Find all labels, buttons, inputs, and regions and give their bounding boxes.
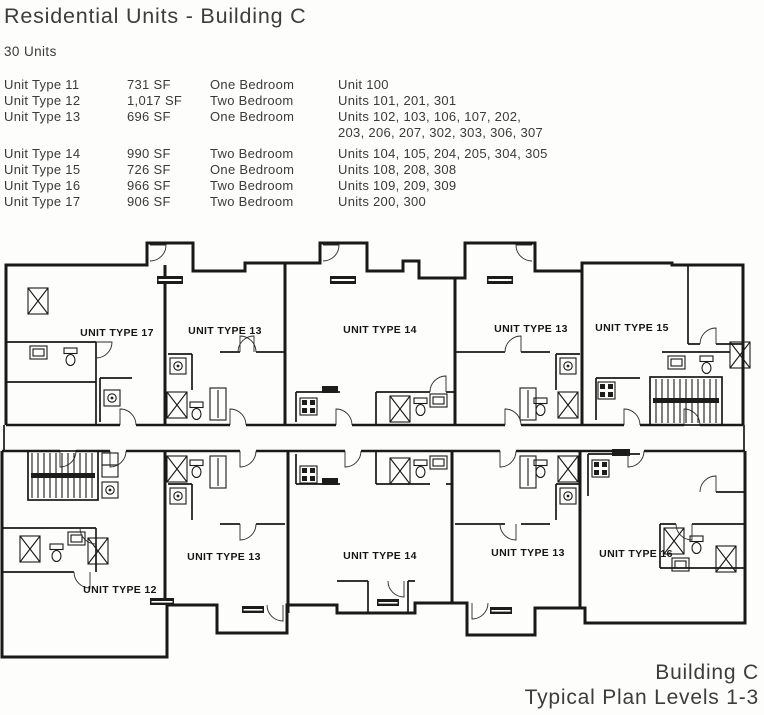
unit-sf: 966 SF xyxy=(127,178,171,193)
door-swings xyxy=(59,244,717,622)
unit-type: Unit Type 15 xyxy=(4,162,81,177)
unit-sf: 696 SF xyxy=(127,109,171,124)
unit-label: UNIT TYPE 13 xyxy=(491,547,565,559)
table-row: Unit Type 11 731 SF One Bedroom Unit 100 xyxy=(4,77,548,93)
building-name: Building C xyxy=(655,661,759,684)
unit-label: UNIT TYPE 13 xyxy=(188,325,262,337)
table-row: Unit Type 14 990 SF Two Bedroom Units 10… xyxy=(4,146,548,162)
unit-bedrooms: Two Bedroom xyxy=(210,178,294,193)
unit-sf: 1,017 SF xyxy=(127,93,183,108)
floor-plan: UNIT TYPE 17 UNIT TYPE 13 UNIT TYPE 14 U… xyxy=(0,232,764,662)
unit-bedrooms: One Bedroom xyxy=(210,77,295,92)
unit-type: Unit Type 12 xyxy=(4,93,81,108)
unit-numbers: Unit 100 xyxy=(338,77,389,92)
exterior-walls xyxy=(0,241,747,659)
table-row: Unit Type 16 966 SF Two Bedroom Units 10… xyxy=(4,178,548,194)
unit-numbers: Units 109, 209, 309 xyxy=(338,178,457,193)
corridor-walls xyxy=(2,423,745,453)
drawing-title-block: Building C Typical Plan Levels 1-3 xyxy=(525,660,759,710)
unit-label: UNIT TYPE 12 xyxy=(83,584,157,596)
unit-labels: UNIT TYPE 17 UNIT TYPE 13 UNIT TYPE 14 U… xyxy=(80,322,673,596)
unit-bedrooms: Two Bedroom xyxy=(210,93,294,108)
table-row: Unit Type 17 906 SF Two Bedroom Units 20… xyxy=(4,194,548,210)
table-row: Unit Type 12 1,017 SF Two Bedroom Units … xyxy=(4,93,548,109)
unit-sf: 990 SF xyxy=(127,146,171,161)
unit-numbers: Units 104, 105, 204, 205, 304, 305 xyxy=(338,146,548,161)
unit-type: Unit Type 17 xyxy=(4,194,81,209)
unit-numbers: Units 200, 300 xyxy=(338,194,427,209)
unit-numbers: Units 101, 201, 301 xyxy=(338,93,457,108)
unit-bedrooms: Two Bedroom xyxy=(210,194,294,209)
unit-type: Unit Type 14 xyxy=(4,146,81,161)
unit-label: UNIT TYPE 13 xyxy=(187,551,261,563)
unit-label: UNIT TYPE 14 xyxy=(343,550,417,562)
unit-type-table: Unit Type 11 731 SF One Bedroom Unit 100… xyxy=(4,77,548,210)
unit-label: UNIT TYPE 14 xyxy=(343,324,417,336)
page-title: Residential Units - Building C xyxy=(4,4,307,28)
unit-sf: 906 SF xyxy=(127,194,171,209)
entry-steps xyxy=(150,276,513,614)
unit-label: UNIT TYPE 15 xyxy=(595,322,669,334)
unit-bedrooms: One Bedroom xyxy=(210,162,295,177)
unit-type: Unit Type 11 xyxy=(4,77,80,92)
interior-partitions xyxy=(2,265,745,613)
kitchen-counters xyxy=(99,353,640,520)
unit-label: UNIT TYPE 13 xyxy=(494,323,568,335)
unit-type: Unit Type 13 xyxy=(4,109,81,124)
unit-label: UNIT TYPE 16 xyxy=(599,548,673,560)
table-row: Unit Type 15 726 SF One Bedroom Units 10… xyxy=(4,162,548,178)
unit-numbers: Units 108, 208, 308 xyxy=(338,162,457,177)
demising-walls xyxy=(163,263,584,613)
unit-label: UNIT TYPE 17 xyxy=(80,327,154,339)
unit-sf: 731 SF xyxy=(127,77,171,92)
stairwell-bottom-left xyxy=(27,450,99,501)
unit-bedrooms: One Bedroom xyxy=(210,109,295,124)
unit-sf: 726 SF xyxy=(127,162,171,177)
unit-type: Unit Type 16 xyxy=(4,178,81,193)
unit-bedrooms: Two Bedroom xyxy=(210,146,294,161)
unit-count: 30 Units xyxy=(4,44,57,59)
table-row: Unit Type 13 696 SF One Bedroom Units 10… xyxy=(4,109,548,141)
plan-level-caption: Typical Plan Levels 1-3 xyxy=(524,686,759,709)
stairwell-top-right xyxy=(649,376,723,426)
unit-numbers: Units 102, 103, 106, 107, 202, 203, 206,… xyxy=(338,109,544,140)
